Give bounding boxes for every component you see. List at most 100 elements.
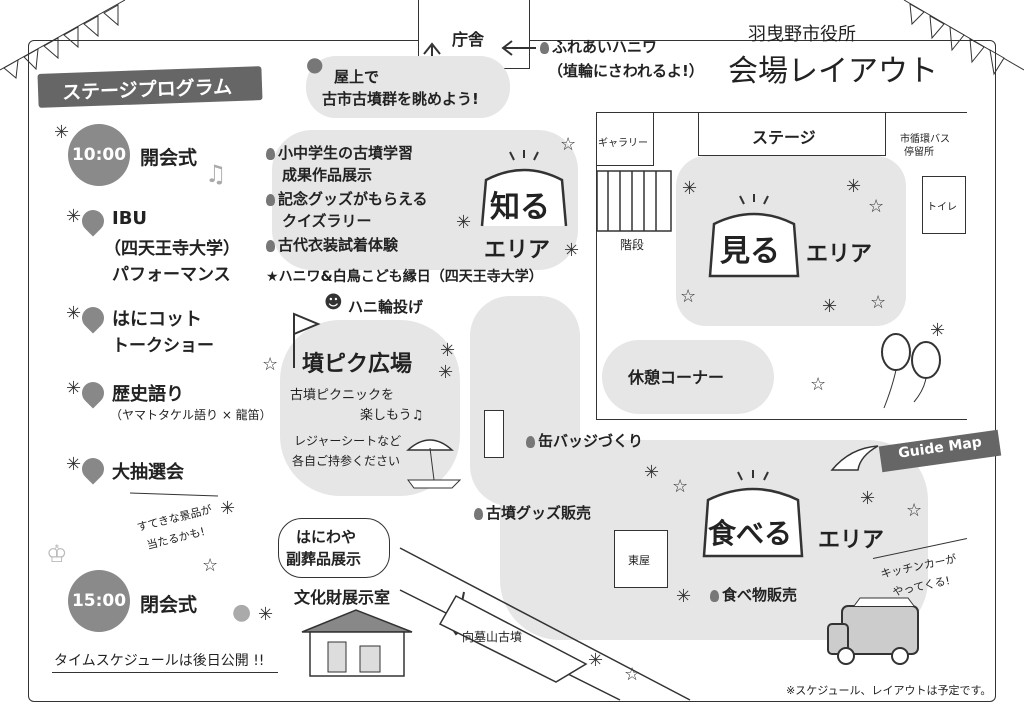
medal-icon: ♫ [205,160,227,188]
star-icon: ☆ [868,196,885,217]
rooftop-line-2: 古市古墳群を眺めよう! [322,90,479,108]
stage-label: ステージ [752,128,816,147]
pin-icon: ● [306,52,324,76]
haniwa-icon: ☻ [324,292,343,313]
chosha-label: 庁舎 [452,30,485,49]
divider-line [52,672,278,673]
pin-icon [710,589,719,602]
program-ibu: IBU [112,208,148,229]
star-icon: ✳ [588,650,604,671]
mukaihakayama-label: 向墓山古墳 [462,630,523,644]
goods-sale: 古墳グッズ販売 [474,502,591,523]
shiru-item-3: 記念グッズがもらえる [266,188,428,209]
program-closing: 閉会式 [140,594,198,616]
program-lottery: 大抽選会 [112,462,184,483]
page-title: 会場レイアウト [728,54,938,89]
miru-title: 見る [720,234,780,269]
star-icon: ✳ [66,206,82,227]
schedule-note: タイムスケジュールは後日公開 !! [54,653,265,669]
shiru-item-5: 古代衣装試着体験 [266,234,398,255]
star-icon: ☆ [810,374,827,395]
funpiku-zone [280,320,460,496]
toilet-box [922,176,966,234]
taberu-area-label: エリア [818,528,885,553]
star-icon: ☆ [870,292,887,313]
shiru-area-label: エリア [484,238,551,263]
star-icon: ✳ [258,604,274,625]
parasol-icon [406,439,462,489]
star-icon: ✳ [676,586,692,607]
star-icon: ✳ [846,176,862,197]
program-rekishi-sub: （ヤマトタケル語り × 龍笛） [110,408,272,422]
star-icon: ✳ [66,454,82,475]
program-ibu-sub: （四天王寺大学） [104,239,240,259]
picnic-1: 古墳ピクニックを [290,388,395,403]
stairs-icon [596,170,672,232]
kyukei-label: 休憩コーナー [628,368,725,387]
bunkazai-label: 文化財展示室 [294,588,391,607]
star-icon: ✳ [930,320,946,341]
shiru-item-1: 小中学生の古墳学習 [266,142,413,163]
pin-icon [540,41,549,54]
pin-icon [266,239,275,252]
pin-icon [266,147,275,160]
star-icon: ☆ [262,354,279,375]
kitchen-car-icon [827,597,919,665]
bird-icon [830,445,879,471]
fureai-note: （埴輪にさわれるよ!） [548,62,704,80]
star-icon: ☆ [624,664,641,685]
toilet-label: トイレ [927,202,957,213]
program-ibu-sub2: パフォーマンス [112,265,231,285]
disclaimer: ※スケジュール、レイアウトは予定です。 [786,684,992,697]
bunting-left [0,0,126,79]
miru-area-label: エリア [806,242,873,267]
star-icon: ✳ [54,122,70,143]
gallery-room [596,112,654,166]
leisure-2: 各自ご持参ください [292,454,401,468]
stage-box [698,112,886,156]
can-badge-booth [484,410,504,458]
program-opening: 開会式 [140,147,198,169]
star-icon: ✳ [682,178,698,199]
funpiku-title: 墳ピク広場 [302,352,413,377]
gallery-label: ギャラリー [598,138,648,149]
program-rekishi: 歴史語り [112,384,184,405]
star-icon: ✳ [220,498,236,519]
haniwa-ennichi: ★ハニワ&白鳥こども縁日（四天王寺大学） [266,269,543,285]
kyukei-zone [602,340,774,414]
star-icon: ✳ [564,240,580,261]
star-icon: ✳ [66,378,82,399]
azumaya-label: 東屋 [628,554,650,567]
shiru-title: 知る [490,190,550,225]
bus-stop-2: 停留所 [904,147,934,158]
star-icon: ✳ [822,296,838,317]
star-icon: ✳ [66,303,82,324]
time-end: 15:00 [68,570,130,632]
tent-icon [480,150,568,227]
star-icon: ☆ [906,500,923,521]
bus-stop-1: 市循環バス [900,134,950,145]
star-icon: ✳ [456,212,472,233]
pin-icon [474,507,483,520]
can-badge: 缶バッジづくり [526,430,643,451]
pin-icon: ● [232,600,252,625]
stairs-label: 階段 [620,238,645,252]
pin-icon [266,193,275,206]
star-icon: ✳ [644,462,660,483]
balloon-icon [881,333,941,409]
rooftop-bubble [306,56,510,118]
bunting-right [903,0,1024,76]
medal-icon: ♔ [46,540,68,568]
haniwaya-1: はにわや [296,528,357,546]
haniwaya-2: 副葬品展示 [286,550,362,568]
program-hanicot-sub: トークショー [112,336,214,356]
program-hanicot: はにコット [112,309,202,330]
haniwaya-bubble [278,518,390,578]
star-icon: ✳ [860,488,876,509]
tent-icon [702,470,804,558]
star-icon: ☆ [672,476,689,497]
shiru-item-2: 成果作品展示 [282,166,373,184]
arrow-icon [501,40,536,56]
pin-icon [526,435,535,448]
star-icon: ✳ [440,340,456,361]
